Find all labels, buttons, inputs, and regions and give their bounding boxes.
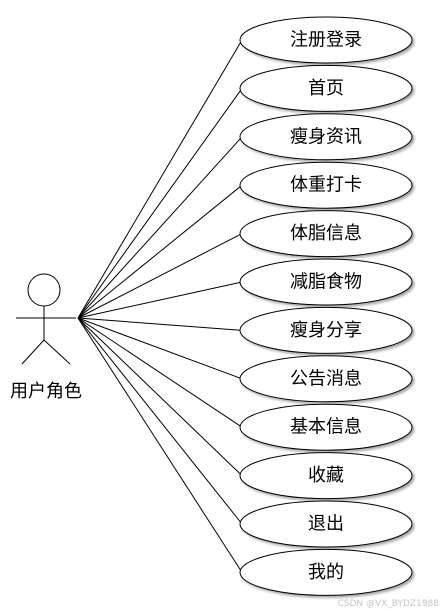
use-case-mine: 我的	[239, 548, 413, 596]
use-case-logout: 退出	[239, 500, 413, 548]
use-case-weight-checkin: 体重打卡	[239, 161, 413, 209]
use-case-label: 瘦身分享	[290, 320, 362, 341]
watermark: CSDN @VX_BYDZ1988	[337, 599, 439, 609]
use-case-label: 收藏	[308, 465, 344, 486]
use-case-ellipse	[239, 161, 413, 209]
use-case-label: 我的	[308, 562, 344, 583]
association-line-basic-info	[77, 317, 243, 428]
use-case-ellipse	[239, 548, 413, 596]
use-case-label: 基本信息	[290, 417, 362, 438]
association-line-fat-loss-food	[77, 281, 243, 319]
use-case-ellipse	[239, 452, 413, 500]
association-line-weight-checkin	[77, 184, 243, 319]
use-case-home: 首页	[239, 64, 413, 112]
use-case-ellipse	[239, 210, 413, 258]
use-case-ellipse	[239, 64, 413, 112]
use-case-slimming-share: 瘦身分享	[239, 306, 413, 354]
use-case-label: 注册登录	[290, 30, 362, 51]
association-line-body-fat-info	[77, 233, 243, 319]
use-case-basic-info: 基本信息	[239, 403, 413, 451]
use-case-slimming-news: 瘦身资讯	[239, 113, 413, 161]
use-case-fat-loss-food: 减脂食物	[239, 258, 413, 306]
use-case-label: 体脂信息	[290, 223, 362, 244]
association-line-favorites	[77, 317, 243, 476]
association-line-logout	[77, 317, 243, 525]
association-lines	[77, 39, 243, 573]
use-case-ellipse	[239, 113, 413, 161]
actor-right-leg	[43, 339, 71, 365]
association-line-home	[77, 88, 243, 319]
use-case-ellipse	[239, 403, 413, 451]
association-line-register-login	[77, 39, 243, 319]
use-case-ellipse	[239, 355, 413, 403]
use-case-label: 减脂食物	[290, 272, 362, 293]
use-case-ellipse	[239, 500, 413, 548]
use-case-ellipse	[239, 306, 413, 354]
use-case-register-login: 注册登录	[239, 16, 413, 64]
use-case-ellipse	[239, 258, 413, 306]
association-line-slimming-news	[77, 136, 243, 319]
use-case-body-fat-info: 体脂信息	[239, 210, 413, 258]
actor: 用户角色	[10, 273, 82, 402]
use-case-label: 瘦身资讯	[290, 126, 362, 147]
use-case-label: 首页	[308, 78, 344, 99]
actor-head	[27, 273, 61, 307]
actor-left-leg	[21, 339, 45, 365]
association-line-mine	[77, 317, 243, 573]
association-line-slimming-share	[77, 317, 243, 331]
actor-label: 用户角色	[10, 381, 82, 402]
association-line-announcements	[77, 317, 243, 380]
use-case-announcements: 公告消息	[239, 355, 413, 403]
use-case-label: 公告消息	[290, 368, 362, 389]
use-case-label: 体重打卡	[290, 175, 362, 196]
use-case-ellipse	[239, 16, 413, 64]
use-case-label: 退出	[308, 514, 344, 535]
use-case-favorites: 收藏	[239, 452, 413, 500]
